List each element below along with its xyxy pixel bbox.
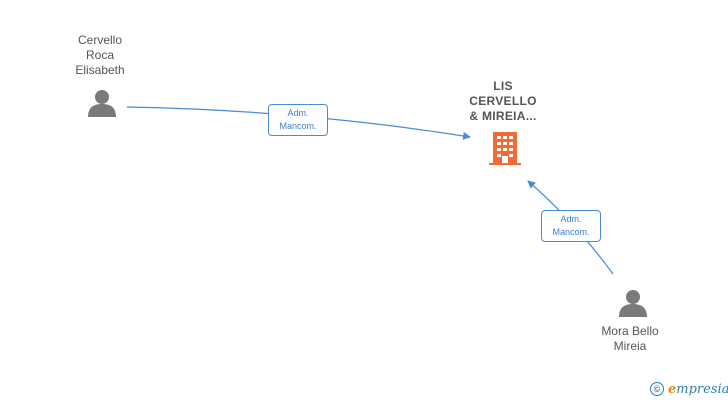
company-node-label[interactable]: LIS CERVELLO & MIREIA... — [438, 79, 568, 124]
brand-logo[interactable]: © empresia — [650, 380, 728, 398]
person-name-line: Elisabeth — [75, 63, 125, 77]
person-icon[interactable] — [87, 88, 117, 118]
company-name-line: LIS — [493, 79, 513, 93]
person-name-line: Mireia — [613, 339, 647, 353]
brand-rest: mpresia — [676, 381, 728, 397]
relationship-label-line: Mancom. — [552, 227, 590, 237]
copyright-icon: © — [650, 382, 664, 396]
company-name-line: & MIREIA... — [469, 109, 537, 123]
relationship-badge[interactable]: Adm. Mancom. — [268, 104, 328, 136]
relationship-label-line: Mancom. — [279, 121, 317, 131]
company-name-line: CERVELLO — [469, 94, 537, 108]
person-name-line: Roca — [85, 48, 114, 62]
person-name-line: Cervello — [77, 33, 122, 47]
relationship-badge[interactable]: Adm. Mancom. — [541, 210, 601, 242]
person-node-label[interactable]: Mora Bello Mireia — [570, 324, 690, 354]
brand-wordmark: empresia — [668, 382, 728, 397]
relationship-label-line: Adm. — [560, 214, 582, 224]
brand-first-letter: e — [668, 381, 677, 397]
person-icon[interactable] — [618, 288, 648, 318]
building-icon[interactable] — [489, 130, 523, 166]
person-node-label[interactable]: Cervello Roca Elisabeth — [40, 33, 160, 78]
relationship-label-line: Adm. — [287, 108, 309, 118]
person-name-line: Mora Bello — [601, 324, 659, 338]
